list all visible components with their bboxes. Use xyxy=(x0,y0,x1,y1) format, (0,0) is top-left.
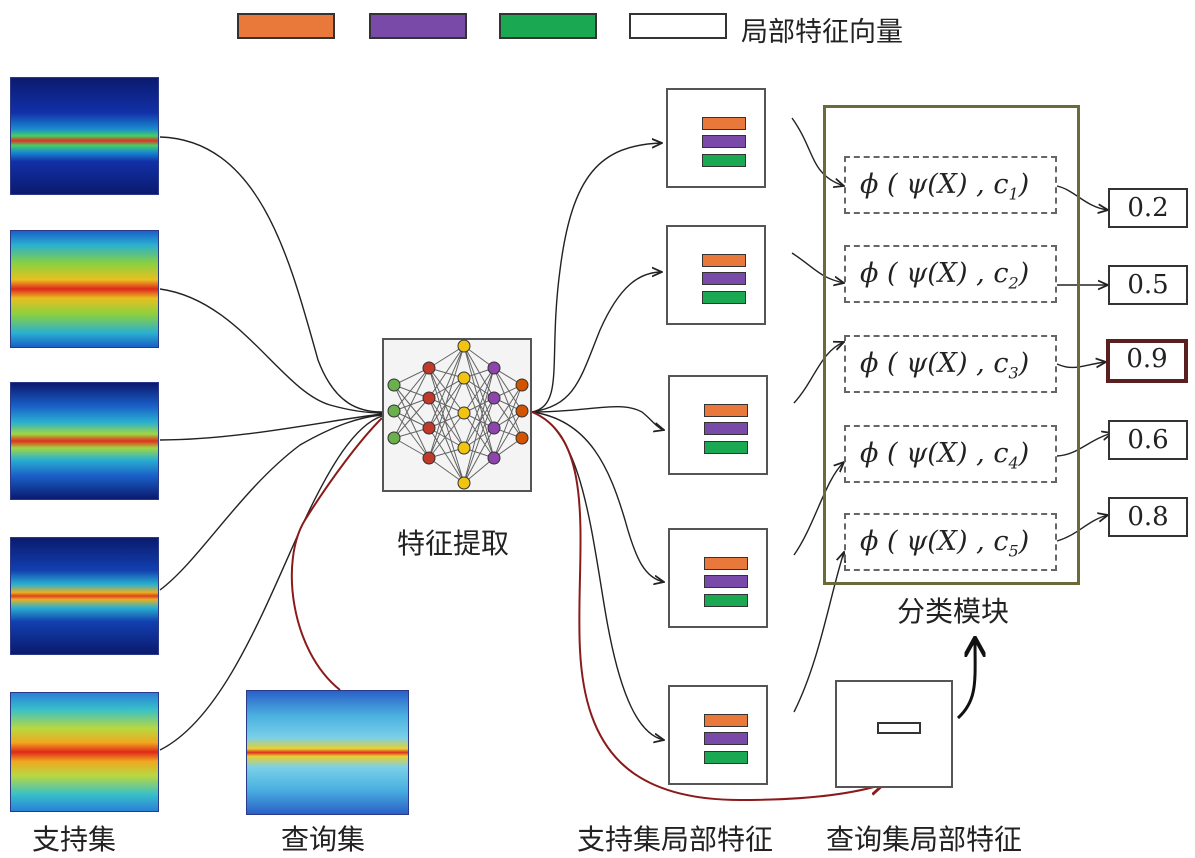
formula-suffix: ) xyxy=(1018,348,1030,379)
formula-subscript: 3 xyxy=(1008,363,1019,383)
distance-formula-5: ϕ ( ψ(X) , c5) xyxy=(844,513,1057,571)
feature-bar-purple xyxy=(702,135,746,148)
support-set-label: 支持集 xyxy=(32,823,117,856)
score-box-2: 0.5 xyxy=(1108,265,1188,305)
distance-formula-3: ϕ ( ψ(X) , c3) xyxy=(844,335,1057,393)
formula-suffix: ) xyxy=(1018,258,1030,289)
query-spectrogram xyxy=(246,690,409,815)
connector-spec5 xyxy=(159,415,383,751)
formula-suffix: ) xyxy=(1018,526,1030,557)
connector-cube4-f4 xyxy=(793,462,844,556)
formula-suffix: ) xyxy=(1018,438,1030,469)
formula-prefix: ϕ ( ψ(X) , c xyxy=(860,348,1009,379)
connector-cube5-f5 xyxy=(793,552,844,713)
feature-bar-green xyxy=(702,291,746,304)
connector-to-query-cube xyxy=(531,411,884,802)
score-box-4: 0.6 xyxy=(1108,420,1188,460)
support-feature-cube-3 xyxy=(668,375,768,475)
connector-spec2 xyxy=(159,288,383,414)
distance-formula-4: ϕ ( ψ(X) , c4) xyxy=(844,425,1057,483)
feature-bar-orange xyxy=(704,714,748,727)
neural-network-icon xyxy=(387,339,529,490)
feature-bar-purple xyxy=(702,272,746,285)
support-spectrogram-4 xyxy=(10,537,159,655)
feature-bar-green xyxy=(704,594,748,607)
feature-bar-orange xyxy=(702,254,746,267)
connector-f1-score xyxy=(1056,185,1108,210)
legend-swatch-green xyxy=(499,13,597,39)
support-spectrogram-1 xyxy=(10,77,159,195)
connector-to-cube1 xyxy=(531,143,662,413)
formula-prefix: ϕ ( ψ(X) , c xyxy=(860,258,1009,289)
query-set-label: 查询集 xyxy=(281,823,366,856)
legend-swatch-white xyxy=(629,13,727,39)
support-feature-cube-1 xyxy=(666,88,766,188)
connector-cube1-f1 xyxy=(791,117,844,186)
feature-bar-orange xyxy=(704,557,748,570)
classification-module xyxy=(823,105,1080,585)
formula-subscript: 2 xyxy=(1008,273,1019,293)
connector-f4-score xyxy=(1056,433,1112,457)
query-local-features-label: 查询集局部特征 xyxy=(826,823,1023,856)
connector-to-cube2 xyxy=(531,272,662,413)
support-feature-cube-2 xyxy=(666,225,766,325)
feature-extraction-label: 特征提取 xyxy=(397,527,510,560)
connector-to-cube5 xyxy=(531,411,664,740)
formula-prefix: ϕ ( ψ(X) , c xyxy=(860,438,1009,469)
connector-to-cube3 xyxy=(531,405,664,430)
connector-spec1 xyxy=(159,136,383,413)
feature-bar-green xyxy=(702,154,746,167)
connector-f5-score xyxy=(1056,515,1108,542)
formula-suffix: ) xyxy=(1018,169,1030,200)
feature-bar-orange xyxy=(702,117,746,130)
connector-query-to-module xyxy=(956,640,975,720)
connector-query xyxy=(290,417,383,691)
classification-module-label: 分类模块 xyxy=(897,595,1010,628)
score-box-3-highlighted: 0.9 xyxy=(1106,339,1188,383)
feature-bar-orange xyxy=(704,404,748,417)
feature-bar-purple xyxy=(704,575,748,588)
query-feature-cube xyxy=(835,680,953,788)
support-spectrogram-2 xyxy=(10,230,159,348)
connector-cube3-f3 xyxy=(793,342,844,404)
formula-subscript: 5 xyxy=(1008,541,1019,561)
support-feature-cube-4 xyxy=(668,528,768,628)
support-feature-cube-5 xyxy=(668,685,768,785)
feature-bar-purple xyxy=(704,732,748,745)
legend-swatch-orange xyxy=(237,13,335,39)
query-feature-bar xyxy=(877,722,921,734)
formula-prefix: ϕ ( ψ(X) , c xyxy=(860,169,1009,200)
formula-subscript: 4 xyxy=(1008,453,1019,473)
connector-cube2-f2 xyxy=(791,252,844,283)
feature-bar-green xyxy=(704,751,748,764)
support-local-features-label: 支持集局部特征 xyxy=(577,823,774,856)
formula-prefix: ϕ ( ψ(X) , c xyxy=(860,526,1009,557)
connector-spec4 xyxy=(159,414,383,591)
legend-label: 局部特征向量 xyxy=(741,17,903,48)
support-spectrogram-3 xyxy=(10,382,159,500)
connector-f3-score xyxy=(1056,362,1106,367)
score-box-1: 0.2 xyxy=(1108,188,1188,228)
feature-bar-purple xyxy=(704,422,748,435)
feature-bar-green xyxy=(704,441,748,454)
distance-formula-1: ϕ ( ψ(X) , c1) xyxy=(844,156,1057,214)
connector-spec3 xyxy=(159,413,383,441)
formula-subscript: 1 xyxy=(1008,184,1019,204)
distance-formula-2: ϕ ( ψ(X) , c2) xyxy=(844,245,1057,303)
feature-extractor-network xyxy=(382,338,532,492)
legend-swatch-purple xyxy=(369,13,467,39)
score-box-5: 0.8 xyxy=(1108,497,1188,537)
connector-to-cube4 xyxy=(531,411,664,582)
support-spectrogram-5 xyxy=(10,692,159,812)
